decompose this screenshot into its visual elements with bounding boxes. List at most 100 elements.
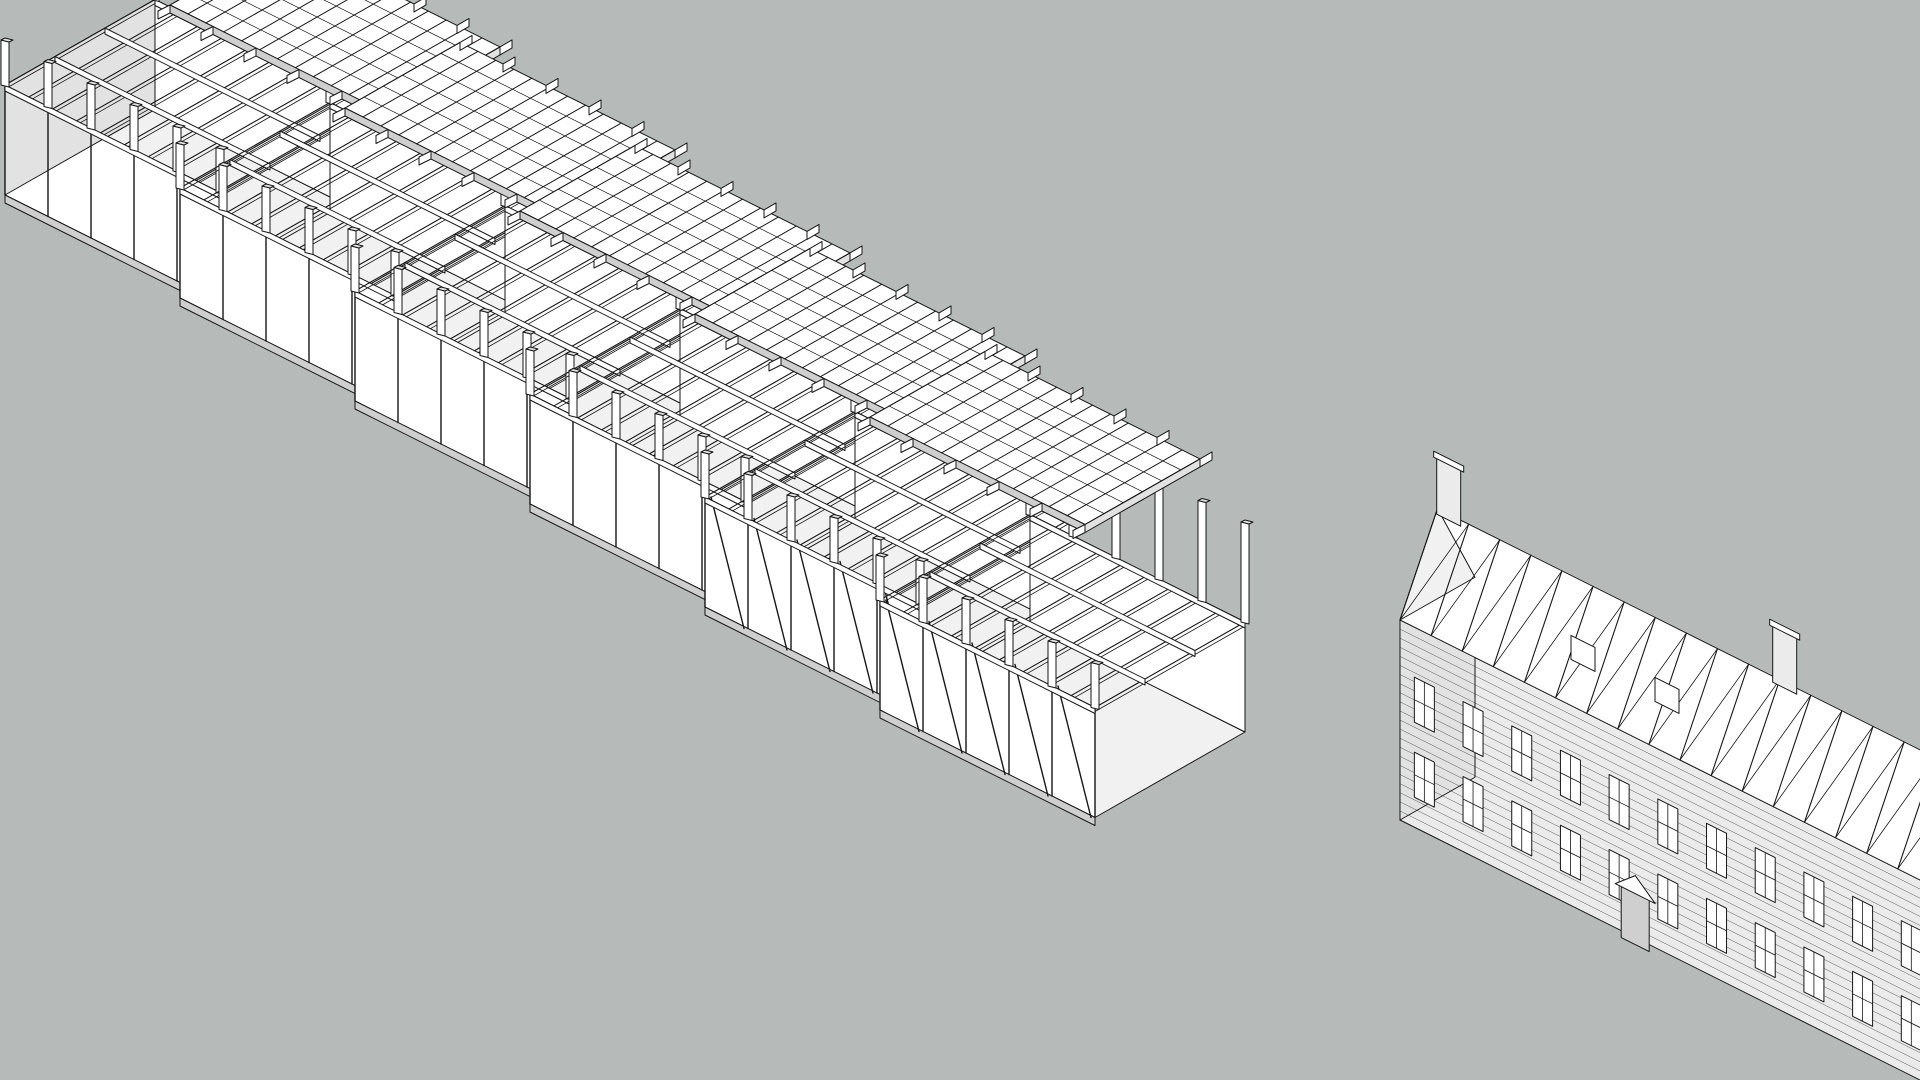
floor-joist [450, 252, 602, 340]
rafter-tail [725, 335, 739, 350]
rafter-tail [636, 275, 650, 290]
floor-joist-edge [649, 371, 800, 459]
timber-post [218, 164, 228, 212]
floor-joist [123, 58, 275, 146]
truss-diagonal [1804, 726, 1874, 823]
brick-course [1399, 656, 1920, 917]
floor-joist-edge [999, 577, 1150, 665]
floor-joist [704, 410, 856, 498]
timber-beam [629, 336, 846, 451]
floor-joist-edge [28, 15, 180, 102]
roof-truss [1866, 741, 1905, 854]
truss-diagonal [1492, 570, 1563, 668]
floor-joist [951, 549, 1103, 637]
roof-purlin [557, 188, 774, 297]
brick-course [1399, 719, 1920, 981]
roof-purlin [771, 269, 988, 379]
timber-post [918, 576, 928, 624]
floor-joist-edge [354, 209, 506, 296]
rafter-tail [1199, 451, 1213, 468]
dormer [1654, 676, 1680, 714]
rafter-tail [806, 223, 820, 240]
roof-purlin [402, 74, 618, 184]
floor-joist [871, 494, 1023, 582]
timber-post [1047, 640, 1057, 689]
floor-joist-edge [227, 129, 379, 217]
roof-truss [1586, 601, 1625, 714]
truss-diagonal [1897, 837, 1920, 870]
rafter-tail [811, 378, 825, 393]
truss-diagonal [1399, 523, 1470, 621]
post-cap [1197, 498, 1211, 503]
floor-joist-edge [553, 324, 705, 411]
rafter-tail [1072, 524, 1086, 539]
timber-post [436, 288, 446, 337]
brick-course [1399, 647, 1920, 908]
rafter-tail [456, 17, 470, 34]
rafter-tail [502, 56, 516, 73]
truss-diagonal [1648, 648, 1718, 745]
rafter-tail [674, 142, 688, 159]
timber-beam [929, 571, 1146, 686]
post-cap [1240, 519, 1254, 525]
truss-diagonal [1617, 632, 1687, 730]
rafter-tail [900, 438, 914, 453]
chimney-cap [1433, 450, 1465, 473]
timber-post [350, 245, 360, 294]
brick-course [1399, 728, 1920, 990]
roof-purlin [888, 405, 1105, 514]
brick-course [1399, 665, 1920, 926]
floor-joist [800, 458, 952, 546]
rafter-tail [507, 210, 521, 226]
rafter-tail [634, 137, 648, 154]
timber-post [1240, 521, 1250, 625]
rafter-tail [631, 120, 645, 137]
roof-truss [1492, 554, 1532, 668]
post-cap [347, 226, 361, 232]
roof-purlin [732, 291, 949, 400]
rafter-tail [545, 77, 559, 94]
post-cap [1004, 617, 1018, 622]
diagonal-brace [1014, 663, 1049, 797]
rafter-tail [200, 26, 214, 41]
roof-purlin [538, 199, 755, 308]
floor-joist [251, 137, 403, 225]
roof-truss [1399, 508, 1439, 621]
floor-joist-edge [577, 335, 729, 423]
rafter-tail [593, 253, 607, 269]
floor-joist [776, 446, 928, 534]
rafter-tail [763, 202, 777, 219]
floor-joist [346, 185, 498, 273]
post-cap [129, 102, 143, 107]
floor-joist-edge [251, 141, 403, 229]
roof-purlin [241, 0, 424, 92]
floor-joist-edge [625, 359, 776, 447]
timber-post [0, 39, 10, 88]
diagonal-brace [885, 599, 920, 733]
floor-joist [553, 319, 705, 407]
rafter-tail [375, 129, 389, 144]
rafter-tail [849, 245, 863, 262]
floor-joist [1046, 597, 1198, 685]
floor-joist-edge [975, 565, 1126, 653]
rafter-tail [1156, 429, 1170, 446]
floor-joist-edge [450, 256, 601, 344]
roof-truss [1741, 679, 1781, 792]
rafter-tail [550, 232, 564, 247]
brick-course [1399, 801, 1920, 1063]
floor-joist-edge [776, 450, 928, 538]
diagonal-brace [1057, 685, 1092, 819]
floor-joist [179, 101, 331, 189]
timber-post [611, 391, 621, 440]
floor-joist-edge [402, 232, 554, 320]
floor-joist [879, 513, 1031, 601]
floor-joist-edge [171, 86, 323, 174]
rafter-tail [809, 240, 823, 257]
rafter-tail [332, 107, 346, 123]
post-cap [1090, 660, 1104, 665]
post-cap [215, 145, 229, 150]
floor-joist [752, 434, 904, 522]
post-cap [568, 368, 582, 373]
timber-post [786, 494, 796, 543]
timber-beam [454, 233, 671, 348]
